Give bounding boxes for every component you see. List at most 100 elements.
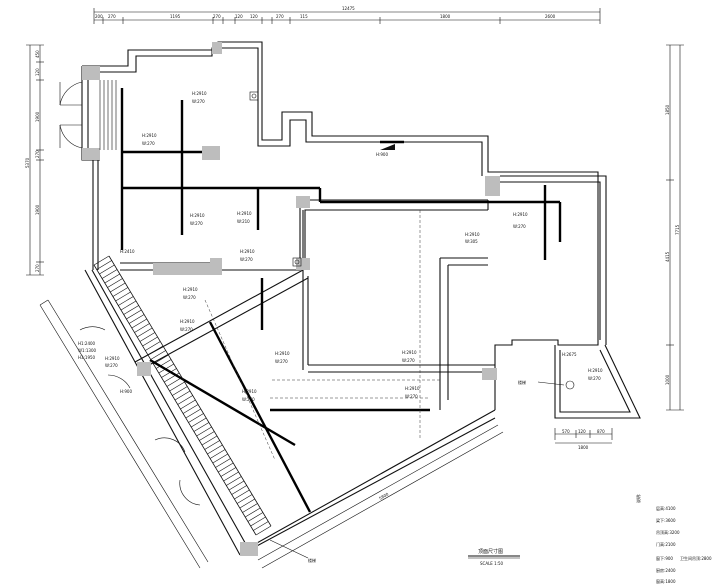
room-label-h: H:2910 xyxy=(242,389,257,394)
single-label: H:2675 xyxy=(562,352,577,357)
top-dim-6: 120 xyxy=(250,14,258,19)
room-label-h: H:2910 xyxy=(402,350,417,355)
right-dim-2: 4415 xyxy=(665,251,670,262)
stair-tread xyxy=(255,525,272,536)
room-label-w: W:270 xyxy=(588,376,601,381)
stair-tread xyxy=(166,377,183,387)
upper-left-dim-2: W1:1300 xyxy=(78,348,96,353)
stair-tread xyxy=(182,404,199,414)
top-dim-3: 1195 xyxy=(170,14,181,19)
room-label-w: W:270 xyxy=(180,327,193,332)
stair-tread xyxy=(226,476,242,486)
left-dim-5: 1900 xyxy=(35,204,40,215)
room-label-w: W:270 xyxy=(190,221,203,226)
stair-tread xyxy=(169,381,185,392)
top-dim-7: 270 xyxy=(276,14,284,19)
room-label-w: W:270 xyxy=(275,359,288,364)
stair-tread xyxy=(93,255,110,266)
left-dim-3: 1900 xyxy=(35,111,40,122)
door-bay xyxy=(59,80,117,150)
stair-tread xyxy=(209,449,226,459)
note-item: 梁下:3600 xyxy=(656,517,676,523)
stair-tread xyxy=(253,521,269,531)
bottom-total-dim: 5800 xyxy=(378,491,390,501)
stair-tread xyxy=(150,350,166,360)
stair-tread xyxy=(164,372,180,383)
stair-tread xyxy=(223,471,239,482)
room-label-h: H:2910 xyxy=(588,368,603,373)
stair-tread xyxy=(215,458,231,468)
room-label-w: W:270 xyxy=(402,358,415,363)
stair-tread xyxy=(196,426,212,437)
top-dimension-chain: 12475 200 270 1195 270 120 120 270 115 1… xyxy=(93,6,601,24)
note-item: 吊顶高:3200 xyxy=(656,529,680,535)
top-dim-2: 270 xyxy=(108,14,116,19)
single-label: H:2410 xyxy=(120,249,135,254)
room-label-h: H:2910 xyxy=(192,91,207,96)
room-label-w: W:270 xyxy=(105,363,118,368)
left-dim-6: 270 xyxy=(35,264,40,272)
beam-lines xyxy=(120,88,562,513)
room-label-w: W:270 xyxy=(513,224,526,229)
stair-edge xyxy=(93,264,257,536)
stair-tread xyxy=(188,413,204,423)
note-item: 层高:4100 xyxy=(656,505,676,511)
stair-tread xyxy=(228,480,245,491)
room-label-w: W:270 xyxy=(142,141,155,146)
room-label-w: W:210 xyxy=(237,219,250,224)
title-text: 顶面尺寸图 xyxy=(478,548,503,555)
room-label-h: H:2910 xyxy=(405,386,420,391)
callout-label: 楼梯 xyxy=(518,379,526,385)
stair-tread xyxy=(191,417,207,428)
room-label-h: H:2910 xyxy=(240,249,255,254)
single-label: H:900 xyxy=(120,389,132,394)
room-label-h: H:2910 xyxy=(465,232,480,237)
upper-left-dim-1: H1:2400 xyxy=(78,341,96,346)
stair-tread xyxy=(174,390,191,401)
stair-tread xyxy=(118,296,134,306)
room-label-h: H:2910 xyxy=(190,213,205,218)
callouts: 楼梯 楼梯 xyxy=(269,379,565,563)
stair-tread xyxy=(126,309,142,320)
room-label-h: H:2910 xyxy=(142,133,157,138)
stair-tread xyxy=(207,444,223,455)
upper-left-dim-3: H3:1950 xyxy=(78,355,96,360)
stair-tread xyxy=(158,363,174,374)
br-dim-1: 570 xyxy=(562,429,570,434)
stair-tread xyxy=(247,512,264,522)
right-dim-3: 1000 xyxy=(665,374,670,385)
left-dim-1: 450 xyxy=(35,50,40,58)
room-label-h: H:2910 xyxy=(180,319,195,324)
room-label-h: H:2910 xyxy=(513,212,528,217)
stair-tread xyxy=(172,386,188,396)
stair-tread xyxy=(134,323,150,333)
room-label-w: W:270 xyxy=(183,295,196,300)
stair-tread xyxy=(204,440,220,450)
stair-tread xyxy=(96,260,112,270)
right-dimension-chain: 1850 4415 1000 7715 xyxy=(665,44,684,411)
stair-tread xyxy=(131,318,147,329)
stair-tread xyxy=(147,345,164,356)
room-label-h: H:2910 xyxy=(105,356,120,361)
stair-tread xyxy=(220,467,237,477)
stair-tread xyxy=(242,503,258,513)
stair-tread xyxy=(236,494,253,504)
note-item: 门高:2100 xyxy=(656,541,676,547)
stair-tread xyxy=(101,269,118,279)
top-dim-5: 120 xyxy=(235,14,243,19)
stair-tread xyxy=(161,368,177,378)
stair-tread xyxy=(180,399,196,410)
stair-tread xyxy=(99,264,115,275)
stair-tread xyxy=(193,422,210,432)
bottom-right-dimension-chain: 570 120 870 1800 xyxy=(554,428,613,450)
room-label-h: H:2910 xyxy=(275,351,290,356)
note-item: 窗下:900 xyxy=(656,555,673,561)
stair-tread xyxy=(177,395,193,405)
stair-tread xyxy=(153,354,169,365)
single-label: H:900 xyxy=(376,152,388,157)
note-item: 卫生间吊顶:2800 xyxy=(680,555,712,561)
stair-tread xyxy=(245,507,261,518)
note-header: 说明: xyxy=(635,494,641,503)
stair-tread xyxy=(145,341,161,351)
